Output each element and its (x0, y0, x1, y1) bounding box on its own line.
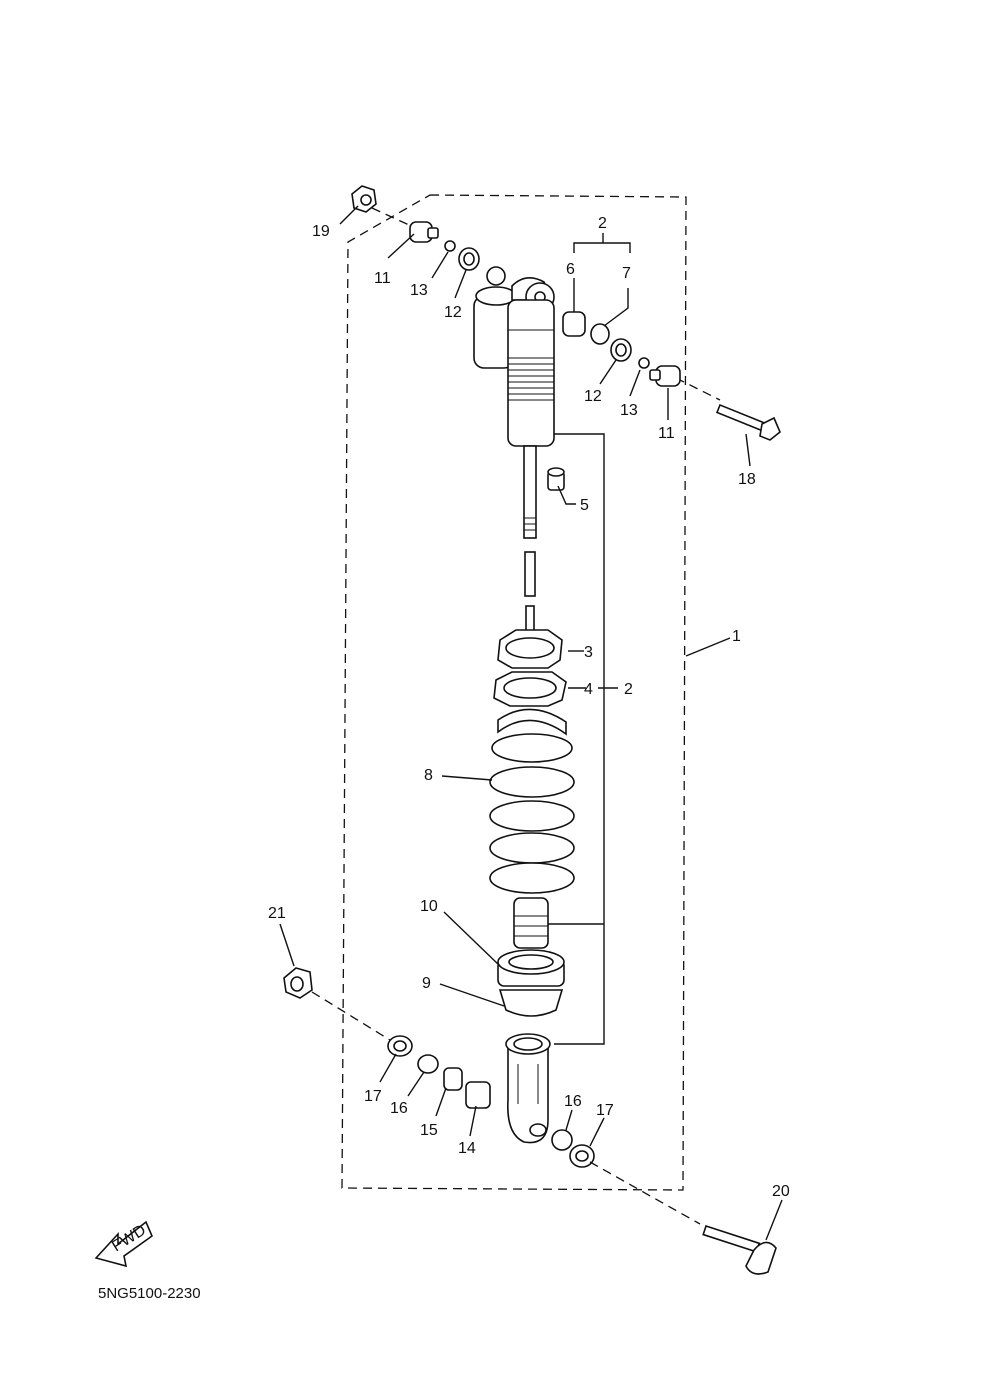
callout-16-right: 16 (564, 1093, 582, 1110)
callout-13-top: 13 (410, 282, 428, 299)
callout-9: 9 (422, 975, 431, 992)
callout-6: 6 (566, 261, 575, 278)
bracket-assembly-line (554, 433, 605, 1045)
part-9-stopper (498, 989, 564, 1017)
part-11-collar-right (649, 365, 681, 387)
callout-16-left: 16 (390, 1100, 408, 1117)
drawing-code: 5NG5100-2230 (98, 1285, 201, 1302)
callout-1: 1 (732, 628, 741, 645)
part-11-collar-top (409, 221, 439, 243)
callout-21: 21 (268, 905, 286, 922)
callout-14: 14 (458, 1140, 476, 1157)
part-15-spacer (443, 1067, 463, 1091)
callout-3: 3 (584, 644, 593, 661)
part-13-oring-right (638, 357, 650, 369)
part-16-seal-right (551, 1129, 573, 1151)
part-17-collar-right (569, 1144, 595, 1168)
top-bolt-axis (371, 207, 421, 231)
callout-17-right: 17 (596, 1102, 614, 1119)
callout-11-top: 11 (374, 270, 391, 287)
lower-body (513, 897, 549, 949)
part-10-spring-seat (497, 949, 565, 987)
part-20-bolt (702, 1224, 777, 1275)
lower-bolt-axis (311, 991, 391, 1041)
callout-17-left: 17 (364, 1088, 382, 1105)
part-13-oring-top (444, 240, 456, 252)
shock-lower-eye (505, 1033, 551, 1144)
part-18-bolt (715, 403, 781, 441)
callout-2-top: 2 (598, 215, 607, 232)
callout-10: 10 (420, 898, 438, 915)
callout-12-top: 12 (444, 304, 462, 321)
part-16-seal-left (417, 1054, 439, 1074)
callout-7: 7 (622, 265, 631, 282)
fwd-arrow-icon: FWD (94, 1220, 153, 1268)
part-19-nut (351, 185, 377, 213)
part-17-collar-left (387, 1035, 413, 1057)
top-bolt-axis-right (675, 377, 721, 401)
part-14-bearing (465, 1081, 491, 1109)
part-7-ring (590, 323, 610, 345)
callout-4: 4 (584, 681, 593, 698)
callout-19: 19 (312, 223, 330, 240)
callout-11-right: 11 (658, 425, 675, 442)
callout-20: 20 (772, 1183, 790, 1200)
callout-2-mid: 2 (624, 681, 633, 698)
callout-8: 8 (424, 767, 433, 784)
callout-5: 5 (580, 497, 589, 514)
callout-12-right: 12 (584, 388, 602, 405)
part-6-bearing (562, 311, 586, 337)
callouts: 19 11 13 12 2 6 7 12 13 11 18 5 3 4 2 1 … (268, 215, 790, 1200)
part-3-lock-nut (497, 629, 563, 669)
shock-upper-body (473, 266, 555, 657)
assembly-boundary (341, 194, 687, 1191)
bracket-2-top (573, 242, 631, 253)
callout-18: 18 (738, 471, 756, 488)
leader-lines (279, 205, 783, 1241)
part-5-bump-stop (547, 467, 565, 491)
part-12-seal-top (458, 247, 480, 271)
part-4-adjuster-nut (493, 671, 567, 707)
part-21-nut (283, 967, 313, 999)
part-8-spring (489, 708, 575, 894)
callout-15: 15 (420, 1122, 438, 1139)
callout-13-right: 13 (620, 402, 638, 419)
lower-bolt-axis-right (589, 1161, 701, 1225)
part-12-seal-right (610, 338, 632, 362)
